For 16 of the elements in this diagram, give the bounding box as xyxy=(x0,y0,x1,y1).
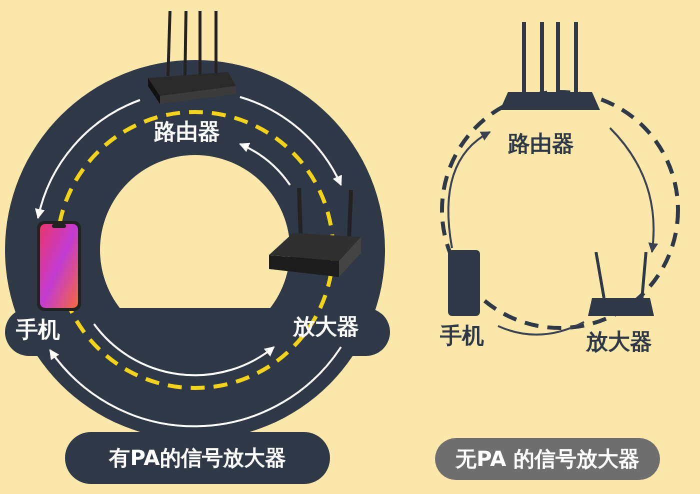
arrow xyxy=(49,346,342,428)
connector-line xyxy=(498,321,584,336)
caption-pill: 无PA 的信号放大器 xyxy=(435,438,660,480)
arrow xyxy=(609,127,658,253)
device-label: 放大器 xyxy=(586,330,652,356)
arrow xyxy=(447,131,491,248)
device-label: 手机 xyxy=(440,324,484,350)
device-label: 路由器 xyxy=(154,120,220,146)
caption-pill: 有PA的信号放大器 xyxy=(65,432,330,484)
device-label: 手机 xyxy=(16,318,60,344)
arrow xyxy=(239,143,291,186)
device-label: 放大器 xyxy=(293,315,359,341)
arrow xyxy=(240,96,342,186)
arrow xyxy=(36,99,140,219)
device-label: 路由器 xyxy=(508,132,574,158)
arrow xyxy=(93,323,275,376)
